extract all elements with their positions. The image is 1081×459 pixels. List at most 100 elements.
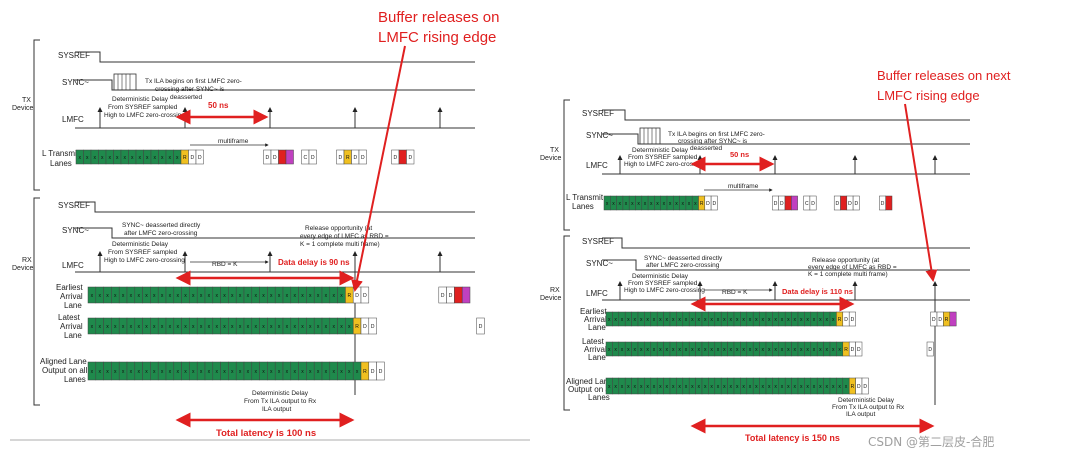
buffer-callout-2: LMFC rising edge: [877, 88, 980, 103]
lane-cell-label: x: [293, 324, 296, 330]
lane-cell-label: x: [223, 324, 226, 330]
lane-cell-label: x: [794, 317, 797, 323]
lane-cell-label: D: [408, 155, 412, 161]
lane-cell-label: x: [826, 384, 829, 390]
lane-cell-label: x: [309, 293, 312, 299]
lane-cell-label: x: [192, 293, 195, 299]
lane-cell-label: x: [723, 317, 726, 323]
lane-cell-label: D: [836, 201, 840, 207]
lane-cell-label: x: [646, 384, 649, 390]
rx-sysref-wave: [75, 201, 475, 213]
lane-cell-label: D: [706, 201, 710, 207]
lane-cell-label: x: [717, 317, 720, 323]
lane-cell-label: D: [938, 317, 942, 323]
rx-latest-label: Latest: [582, 337, 605, 346]
lane-cell-label: x: [223, 293, 226, 299]
lane-cell-label: x: [650, 201, 653, 207]
lane-cell-label: x: [614, 384, 617, 390]
lane-cell-label: x: [122, 293, 125, 299]
lane-cell-m: [949, 311, 957, 327]
lane-cell-label: x: [710, 347, 713, 353]
lane-cell-label: D: [863, 384, 867, 390]
lane-cell-label: D: [273, 155, 277, 161]
det-delay-out-3: ILA output: [846, 411, 875, 418]
lane-cell-label: D: [355, 293, 359, 299]
lane-cell-label: x: [762, 384, 765, 390]
lane-cell-label: x: [663, 201, 666, 207]
det-delay-out-2: From Tx ILA output to Rx: [832, 404, 905, 411]
rx-aligned-label-2: Output on all: [568, 385, 614, 394]
lane-cell-label: R: [851, 384, 855, 390]
lane-cell-label: D: [928, 347, 932, 353]
lane-cell-label: x: [98, 293, 101, 299]
lane-cell-label: x: [145, 324, 148, 330]
lane-cell-label: x: [254, 369, 257, 375]
rx-sysref-label: SYSREF: [58, 201, 90, 210]
lane-cell-label: D: [363, 324, 367, 330]
lane-cell-label: x: [813, 384, 816, 390]
lane-cell-label: x: [675, 201, 678, 207]
lane-cell-label: x: [666, 347, 669, 353]
lane-cell-label: x: [91, 324, 94, 330]
lane-cell-label: x: [262, 293, 265, 299]
lane-cell-label: x: [332, 293, 335, 299]
lane-cell-label: x: [301, 324, 304, 330]
lane-cell-label: x: [176, 369, 179, 375]
lane-cell-label: x: [317, 293, 320, 299]
lane-cell-label: x: [826, 317, 829, 323]
tx-ila-note-2: crossing after SYNC~ is: [155, 86, 225, 93]
lane-cell-label: C: [303, 155, 307, 161]
lane-cell-label: x: [247, 293, 250, 299]
tx-det-delay-2: From SYSREF sampled: [108, 104, 178, 111]
tx-lanes-label: L Transmit: [566, 193, 604, 202]
lane-cell-label: D: [844, 317, 848, 323]
lane-cell-label: x: [153, 369, 156, 375]
lane-cell-label: x: [659, 384, 662, 390]
rx-earliest-label: Earliest: [580, 307, 607, 316]
tx-sysref-wave: [75, 51, 475, 63]
total-latency-label: Total latency is 150 ns: [745, 433, 840, 443]
lane-cell-label: x: [682, 201, 685, 207]
rx-group-label-2: Device: [540, 295, 562, 302]
lane-cell-label: x: [619, 201, 622, 207]
lane-cell-label: x: [208, 324, 211, 330]
lane-cell-label: x: [678, 317, 681, 323]
tx-sync-wave: [602, 133, 970, 145]
lane-cell-red: [398, 149, 407, 165]
lane-cell-label: D: [441, 293, 445, 299]
lane-cell-label: x: [79, 155, 82, 161]
lane-cell-label: D: [371, 369, 375, 375]
lane-cell-label: D: [361, 155, 365, 161]
rx-group-label-2: Device: [12, 265, 34, 272]
lane-cell-label: D: [774, 201, 778, 207]
rx-sync-note-2: after LMFC zero-crossing: [124, 230, 198, 237]
lane-cell-label: x: [114, 293, 117, 299]
lane-cell-label: x: [176, 324, 179, 330]
lane-cell-d: [376, 361, 385, 381]
buffer-callout: Buffer releases on: [378, 9, 499, 26]
lane-cell-label: x: [94, 155, 97, 161]
rx-latest-label-2: Arrival: [60, 322, 83, 331]
lane-cell-label: x: [286, 324, 289, 330]
lane-cell-label: x: [781, 384, 784, 390]
release-note-3: K = 1 complete multi frame): [808, 271, 888, 278]
tx-lmfc-label: LMFC: [62, 115, 84, 124]
rx-det-delay-3: High to LMFC zero-crossing: [104, 257, 185, 264]
lane-cell-label: R: [363, 369, 367, 375]
lane-cell-label: x: [768, 317, 771, 323]
lane-cell-label: D: [932, 317, 936, 323]
lane-cell-label: D: [780, 201, 784, 207]
tx-sysref-label: SYSREF: [58, 51, 90, 60]
lane-cell-label: x: [309, 369, 312, 375]
lane-cell-label: x: [768, 347, 771, 353]
lane-cell-label: x: [704, 347, 707, 353]
lane-cell-label: x: [614, 347, 617, 353]
lane-cell-label: D: [363, 293, 367, 299]
lane-cell-label: x: [176, 155, 179, 161]
lane-cell-label: x: [109, 155, 112, 161]
lane-cell-label: x: [91, 293, 94, 299]
rx-det-delay-2: From SYSREF sampled: [108, 249, 178, 256]
tx-multiframe-label: multiframe: [728, 183, 759, 190]
lane-cell-label: x: [262, 369, 265, 375]
lane-cell-label: x: [800, 317, 803, 323]
